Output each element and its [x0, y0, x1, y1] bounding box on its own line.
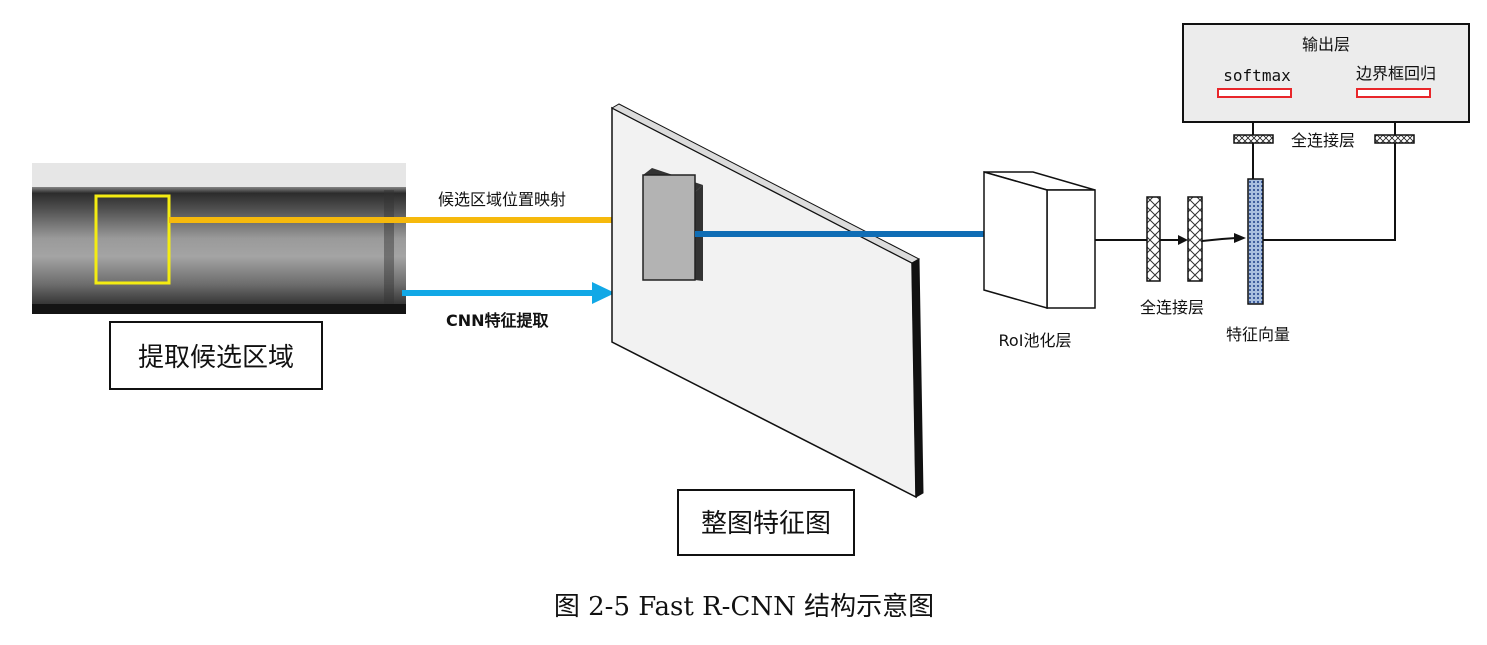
- fc2-to-vector-line: [1201, 237, 1237, 242]
- cnn-extract-label: CNN特征提取: [446, 311, 549, 330]
- candidate-region-box: [94, 194, 171, 285]
- input-image: [32, 163, 406, 314]
- whole-feature-map-box: [677, 489, 855, 556]
- whole-feature-map-label: 整图特征图: [701, 509, 831, 539]
- fc-layer-bbox: [1374, 134, 1415, 144]
- softmax-label: softmax: [1223, 66, 1291, 85]
- figure-caption: 图 2-5 Fast R-CNN 结构示意图: [554, 592, 934, 622]
- softmax-output-bar: [1217, 88, 1292, 98]
- fc-layer-softmax: [1233, 134, 1274, 144]
- fc2-to-vector-arrowhead: [1234, 233, 1246, 243]
- extract-candidates-box: [109, 321, 323, 390]
- roi-pooling-cube: [983, 171, 1096, 309]
- feature-vector: [1247, 178, 1264, 305]
- bbox-output-bar: [1356, 88, 1431, 98]
- fc-layer-bottom-label: 全连接层: [1140, 298, 1204, 317]
- bbox-regression-label: 边界框回归: [1356, 64, 1436, 83]
- extract-candidates-label: 提取候选区域: [138, 343, 294, 373]
- fc1-to-fc2-arrowhead: [1178, 235, 1188, 245]
- output-layer-box: [1182, 23, 1470, 123]
- roi-projection: [642, 168, 703, 281]
- output-layer-label: 输出层: [1302, 35, 1350, 54]
- roi-pooling-label: RoI池化层: [999, 331, 1072, 350]
- fc-layer-2: [1187, 196, 1203, 282]
- fc-layer-top-label: 全连接层: [1291, 131, 1355, 150]
- cnn-extract-arrow: [402, 282, 615, 304]
- roi-mapping-label: 候选区域位置映射: [438, 190, 566, 209]
- vector-to-bbox-line: [1263, 143, 1396, 241]
- feature-vector-label: 特征向量: [1226, 325, 1290, 344]
- fc-layer-1: [1146, 196, 1161, 282]
- feature-map-slab: [610, 103, 924, 499]
